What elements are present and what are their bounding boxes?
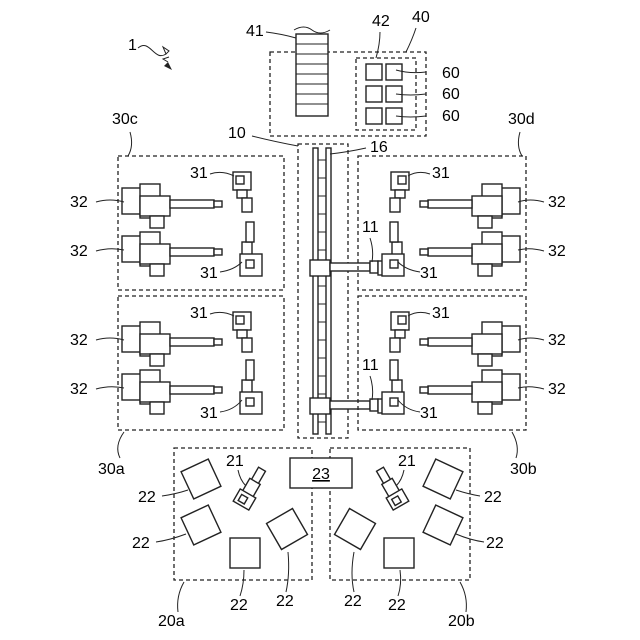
handler-label-5: 31 (432, 165, 450, 182)
handler-30d-top (390, 172, 409, 212)
transfer-robot-upper (310, 260, 388, 276)
workpiece-2 (181, 505, 221, 545)
handler-30c-top (233, 172, 252, 212)
machine-label-3: 32 (70, 332, 88, 349)
handler-label-3: 31 (190, 305, 208, 322)
system-arrow (138, 46, 166, 56)
machine-label-4: 32 (70, 381, 88, 398)
handler-30c-bottom (240, 222, 262, 276)
workpiece-6 (423, 505, 463, 545)
area-20a-label: 20a (158, 613, 185, 630)
area-20b-label: 20b (448, 613, 475, 630)
handler-30a-bottom (240, 360, 262, 414)
machine-label-5: 32 (548, 194, 566, 211)
rail-label: 16 (370, 139, 388, 156)
transfer-robot-lower (310, 398, 388, 414)
conveyor-label: 10 (228, 125, 246, 142)
workpiece-3 (230, 538, 260, 568)
work-robot-label-left: 21 (226, 453, 244, 470)
workpiece-1 (181, 459, 221, 499)
controller-label: 23 (312, 466, 330, 483)
machine-30c-top (122, 184, 222, 228)
rack (294, 27, 330, 116)
workpiece-label-4: 22 (276, 593, 294, 610)
workpiece-5 (423, 459, 463, 499)
slot-label-3: 60 (442, 108, 460, 125)
handler-30b-top (390, 312, 409, 352)
handler-label-6: 31 (420, 265, 438, 282)
area-30b-label: 30b (510, 461, 537, 478)
workpiece-label-5: 22 (484, 489, 502, 506)
machine-label-6: 32 (548, 243, 566, 260)
handler-label-1: 31 (190, 165, 208, 182)
slot-label-1: 60 (442, 65, 460, 82)
rack-label: 41 (246, 23, 264, 40)
handler-label-2: 31 (200, 265, 218, 282)
machine-label-1: 32 (70, 194, 88, 211)
system-arrowhead (163, 47, 169, 62)
transfer-robot-label-lower: 11 (362, 357, 379, 374)
handler-label-7: 31 (432, 305, 450, 322)
area-30a-label: 30a (98, 461, 125, 478)
machine-label-7: 32 (548, 332, 566, 349)
handler-30b-bottom (382, 360, 404, 414)
machine-label-2: 32 (70, 243, 88, 260)
panel-label: 42 (372, 13, 390, 30)
rail (313, 148, 331, 434)
machine-30d-top (420, 184, 520, 228)
workpiece-8 (335, 509, 376, 550)
workpiece-label-6: 22 (486, 535, 504, 552)
machine-label-8: 32 (548, 381, 566, 398)
handler-30a-top (233, 312, 252, 352)
workpiece-label-7: 22 (388, 597, 406, 614)
machine-30a-top (122, 322, 222, 366)
area-30d-label: 30d (508, 111, 535, 128)
workpiece-label-1: 22 (138, 489, 156, 506)
transfer-robot-label-upper: 11 (362, 219, 379, 236)
workpiece-label-8: 22 (344, 593, 362, 610)
slot-label-2: 60 (442, 86, 460, 103)
workpiece-4 (267, 509, 308, 550)
workpiece-7 (384, 538, 414, 568)
workpiece-label-2: 22 (132, 535, 150, 552)
machine-30b-top (420, 322, 520, 366)
handler-30d-bottom (382, 222, 404, 276)
handler-label-8: 31 (420, 405, 438, 422)
work-robot-label-right: 21 (398, 453, 416, 470)
system-label: 1 (128, 37, 137, 54)
workpiece-label-3: 22 (230, 597, 248, 614)
handler-label-4: 31 (200, 405, 218, 422)
storage-label: 40 (412, 9, 430, 26)
area-30c-label: 30c (112, 111, 138, 128)
